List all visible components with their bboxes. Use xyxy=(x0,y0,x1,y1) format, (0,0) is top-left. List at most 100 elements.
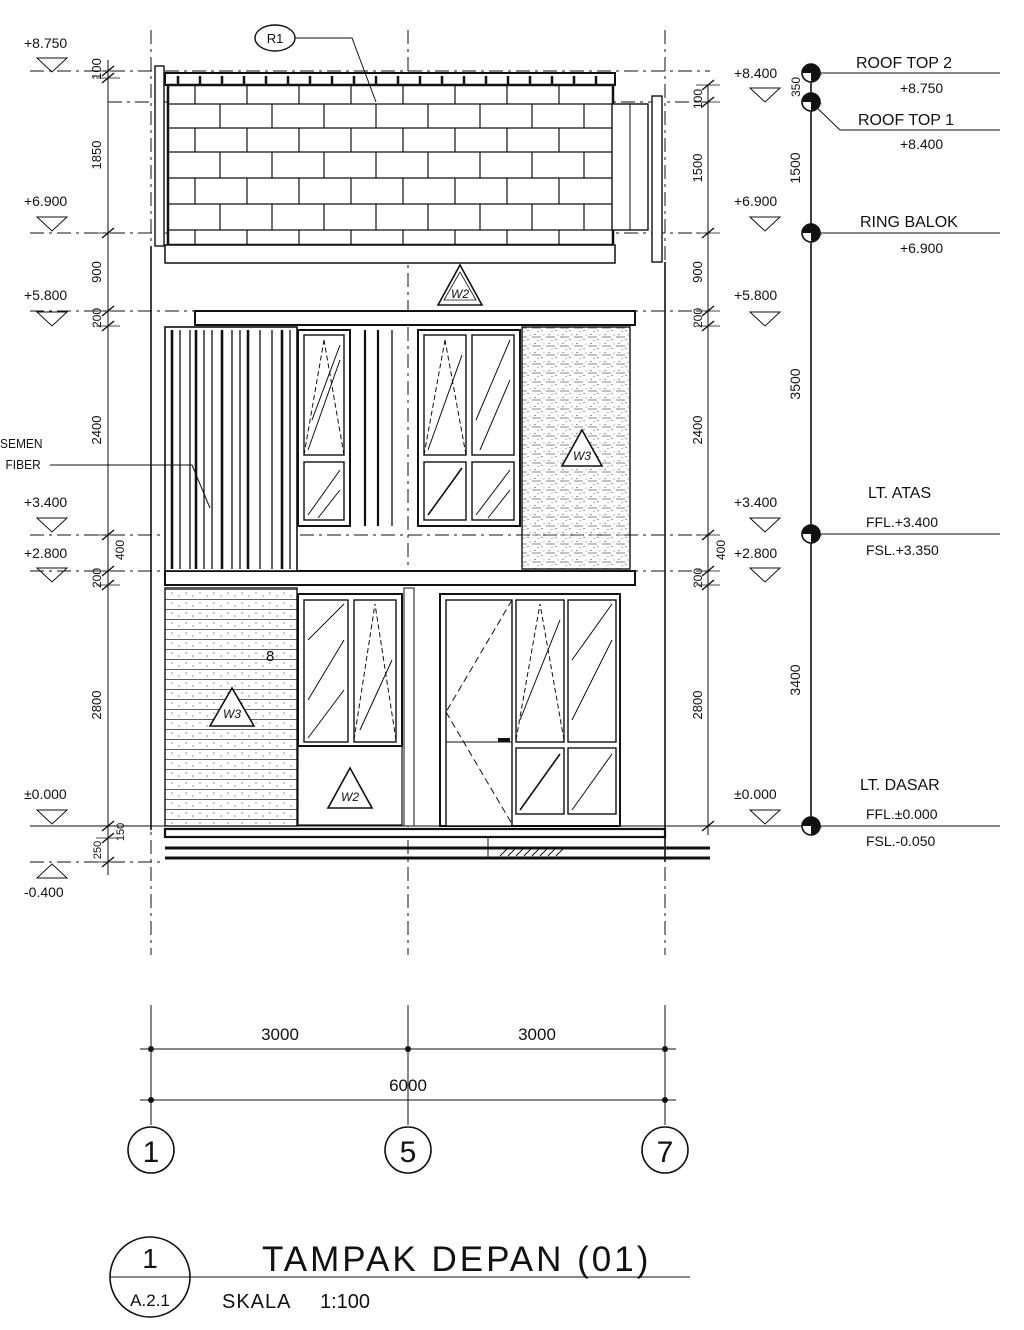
drawing-title: TAMPAK DEPAN (01) xyxy=(262,1240,651,1279)
callout-r1-label: R1 xyxy=(267,31,284,46)
level-label: -0.400 xyxy=(24,884,64,900)
level-value: +8.400 xyxy=(900,136,943,152)
level-label: +5.800 xyxy=(734,287,777,303)
level-label: ±0.000 xyxy=(24,786,67,802)
window-tag-w3-lower: W3 xyxy=(208,686,256,727)
far-right-dim-label: 3400 xyxy=(787,664,803,695)
level-name-roof-top-1: ROOF TOP 1 +8.400 xyxy=(858,112,954,152)
right-dim-label: 200 xyxy=(691,308,705,328)
level-name: ROOF TOP 1 xyxy=(858,112,954,129)
level-marker: -0.400 xyxy=(24,863,69,900)
left-dim-label: 900 xyxy=(89,261,104,283)
level-label: +2.800 xyxy=(734,545,777,561)
level-name: LT. DASAR xyxy=(860,777,940,794)
scale-label: SKALA xyxy=(222,1291,291,1313)
upper-window-center xyxy=(417,329,521,527)
grid-bubble-label: 7 xyxy=(657,1136,674,1169)
level-marker: +8.400 xyxy=(734,65,782,103)
level-marker: +2.800 xyxy=(24,545,69,583)
level-marker: +5.800 xyxy=(24,287,69,327)
right-dim-label: 1500 xyxy=(690,154,705,183)
front-door xyxy=(439,593,621,827)
level-marker: +6.900 xyxy=(24,193,69,232)
level-name: RING BALOK xyxy=(860,214,958,231)
level-marker: +5.800 xyxy=(734,287,782,327)
left-dimension-chain: 100 1850 900 200 2400 400 200 2800 150 2… xyxy=(89,58,127,875)
level-name-lt-atas: LT. ATAS FFL.+3.400 FSL.+3.350 xyxy=(866,485,939,558)
note-number: 8 xyxy=(266,648,274,665)
level-name-ring-balok: RING BALOK +6.900 xyxy=(860,214,958,256)
level-marker: +2.800 xyxy=(734,545,782,583)
left-dim-label: 400 xyxy=(113,540,127,560)
level-label: +3.400 xyxy=(24,494,67,510)
level-value: FFL.±0.000 xyxy=(866,806,938,822)
right-dim-label: 100 xyxy=(691,89,705,109)
level-label: +8.400 xyxy=(734,65,777,81)
building-structure xyxy=(150,246,710,862)
grid-bubble-label: 5 xyxy=(400,1136,417,1169)
level-name: LT. ATAS xyxy=(868,485,931,502)
level-name-lt-dasar: LT. DASAR FFL.±0.000 FSL.-0.050 xyxy=(860,777,940,849)
title-sheet: A.2.1 xyxy=(130,1291,170,1310)
level-name: ROOF TOP 2 xyxy=(856,55,952,72)
dimension-total: 6000 xyxy=(389,1076,427,1095)
left-dim-label: 100 xyxy=(89,58,104,80)
right-dimension-chain: 100 1500 900 200 2400 400 200 2800 xyxy=(690,79,728,835)
level-marker: +3.400 xyxy=(734,494,782,533)
bottom-dimensions: 3000 3000 6000 xyxy=(140,1025,676,1103)
level-value-2: FSL.+3.350 xyxy=(866,542,939,558)
right-dim-label: 2800 xyxy=(690,691,705,720)
window-tag-label: W3 xyxy=(223,707,241,721)
level-stack: 350 1500 3500 3400 ROOF TOP 2 +8.750 ROO… xyxy=(787,55,1000,849)
level-name-roof-top-2: ROOF TOP 2 +8.750 xyxy=(856,55,952,96)
right-dim-label: 400 xyxy=(714,540,728,560)
grid-bubble-5: 5 xyxy=(384,1126,432,1174)
drawing-title-block: 1 A.2.1 TAMPAK DEPAN (01) SKALA 1:100 xyxy=(109,1236,690,1318)
right-dim-label: 2400 xyxy=(690,416,705,445)
level-label: +8.750 xyxy=(24,35,67,51)
window-tag-label: W3 xyxy=(573,449,591,463)
level-value-2: FSL.-0.050 xyxy=(866,833,935,849)
upper-window-left xyxy=(297,329,351,527)
level-label: ±0.000 xyxy=(734,786,777,802)
left-dim-label: 200 xyxy=(90,308,104,328)
right-dim-label: 900 xyxy=(690,261,705,283)
window-tag-label: W2 xyxy=(451,287,469,301)
level-label: +2.800 xyxy=(24,545,67,561)
title-number: 1 xyxy=(142,1243,158,1274)
level-value: +6.900 xyxy=(900,240,943,256)
left-level-markers: +8.750 +6.900 +5.800 +3.400 +2.800 ±0.00… xyxy=(24,35,69,900)
grid-bubble-label: 1 xyxy=(143,1136,160,1169)
window-tag-label: W2 xyxy=(341,790,359,804)
grid-bubble-1: 1 xyxy=(127,1126,175,1174)
level-value: +8.750 xyxy=(900,80,943,96)
left-dim-label: 1850 xyxy=(89,141,104,170)
scale-value: 1:100 xyxy=(320,1291,370,1313)
left-dim-label: 2400 xyxy=(89,416,104,445)
right-level-markers: +8.400 +6.900 +5.800 +3.400 +2.800 ±0.00… xyxy=(734,65,782,825)
level-label: +3.400 xyxy=(734,494,777,510)
level-value: FFL.+3.400 xyxy=(866,514,938,530)
level-label: +6.900 xyxy=(734,193,777,209)
window-tag-w3-upper: W3 xyxy=(560,428,604,467)
material-note-semen-fiber: SEMEN FIBER xyxy=(0,437,211,509)
right-dim-label: 200 xyxy=(691,568,705,588)
grid-bubble-7: 7 xyxy=(641,1126,689,1174)
dimension-span-2: 3000 xyxy=(518,1025,556,1044)
material-note-line1: SEMEN xyxy=(0,437,43,452)
material-note-line2: FIBER xyxy=(6,458,41,473)
window-tag-w2-upper: W2 xyxy=(436,263,484,306)
roof-parapet xyxy=(154,65,663,264)
level-marker: +8.750 xyxy=(24,35,69,73)
left-dim-label: 150 xyxy=(115,823,127,841)
left-dim-label: 250 xyxy=(92,841,104,859)
level-marker: +6.900 xyxy=(734,193,782,232)
left-dim-label: 200 xyxy=(90,568,104,588)
callout-r1: R1 xyxy=(254,24,377,103)
level-marker: +3.400 xyxy=(24,494,69,533)
far-right-dim-label: 1500 xyxy=(787,152,803,183)
left-dim-label: 2800 xyxy=(89,691,104,720)
far-right-dim-label: 3500 xyxy=(787,368,803,399)
level-marker: ±0.000 xyxy=(734,786,782,825)
